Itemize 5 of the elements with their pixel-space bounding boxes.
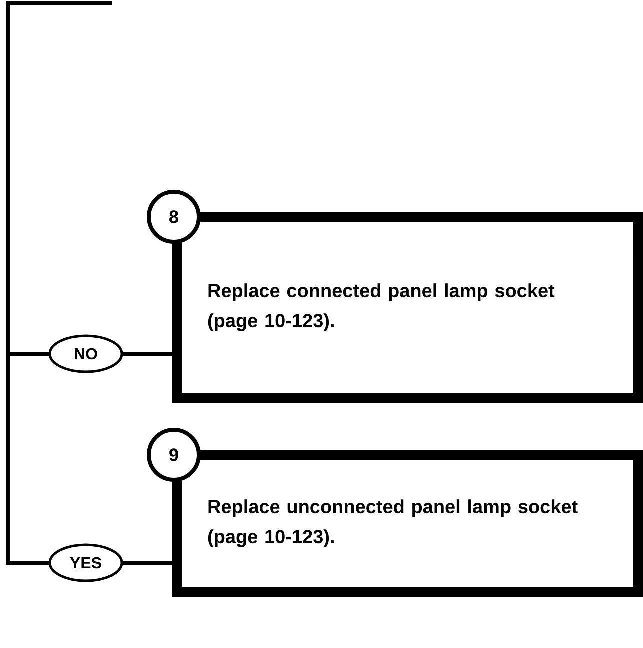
connector-line xyxy=(6,1,174,565)
edge-label: YES xyxy=(48,544,124,582)
step-number: 8 xyxy=(147,190,201,244)
edge-label: NO xyxy=(48,334,124,374)
step-number: 9 xyxy=(147,428,201,482)
